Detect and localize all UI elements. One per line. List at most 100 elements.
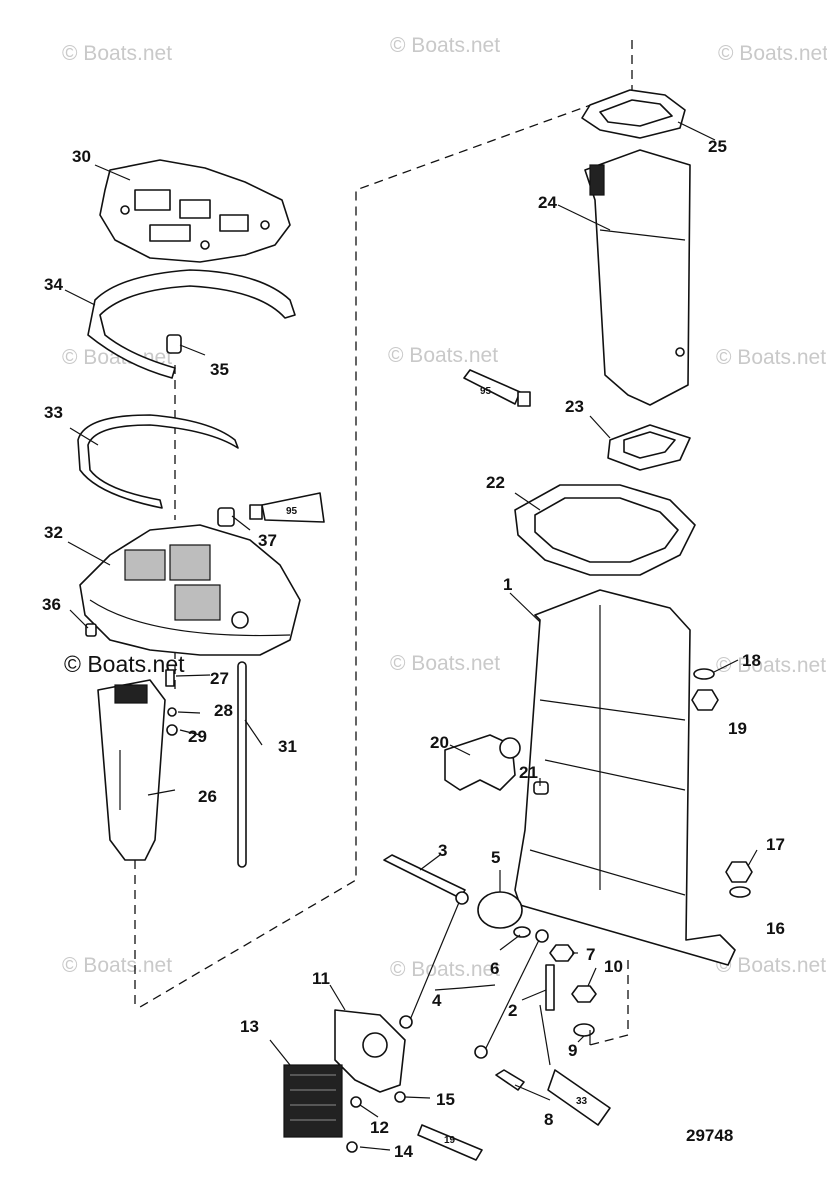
sealant-tube-95-right: 95 bbox=[463, 369, 531, 407]
callout-34: 34 bbox=[44, 275, 63, 294]
callout-11: 11 bbox=[312, 969, 330, 988]
screw-14 bbox=[346, 1141, 358, 1153]
callout-18: 18 bbox=[742, 651, 761, 670]
callout-13: 13 bbox=[240, 1017, 259, 1036]
callout-17: 17 bbox=[766, 835, 785, 854]
nut-17 bbox=[725, 861, 753, 883]
callout-31: 31 bbox=[278, 737, 297, 756]
nut-15 bbox=[394, 1091, 406, 1103]
washer-16 bbox=[729, 886, 751, 898]
washer-28 bbox=[167, 707, 177, 717]
driveshaft-housing-gasket bbox=[514, 484, 696, 576]
callout-21: 21 bbox=[519, 763, 538, 782]
ground-strap-a bbox=[399, 891, 469, 1029]
callout-25: 25 bbox=[708, 137, 727, 156]
nut-7 bbox=[549, 944, 575, 962]
adapter-plate bbox=[79, 524, 301, 656]
callout-4: 4 bbox=[432, 991, 442, 1010]
screw-12 bbox=[350, 1096, 362, 1108]
nut-19 bbox=[691, 689, 719, 711]
assembly-boundary bbox=[134, 40, 633, 1046]
watermark: © Boats.net bbox=[390, 652, 500, 675]
bracket-11 bbox=[334, 1009, 406, 1093]
dowel-pin-36 bbox=[85, 623, 97, 637]
callout-numbers: 30 34 35 33 32 36 37 27 28 29 31 26 25 2… bbox=[42, 137, 785, 1161]
callout-16: 16 bbox=[766, 919, 785, 938]
sealant-tube-19: 19 bbox=[417, 1124, 483, 1161]
washer-6 bbox=[513, 926, 531, 938]
callout-5: 5 bbox=[491, 848, 500, 867]
screw-35 bbox=[166, 334, 182, 354]
callout-36: 36 bbox=[42, 595, 61, 614]
callout-2: 2 bbox=[508, 1001, 517, 1020]
callout-26: 26 bbox=[198, 787, 217, 806]
nut-29 bbox=[166, 724, 178, 736]
callout-12: 12 bbox=[370, 1118, 389, 1137]
watermark: © Boats.net bbox=[62, 42, 172, 65]
callout-15: 15 bbox=[436, 1090, 455, 1109]
tube-label: 19 bbox=[444, 1135, 456, 1146]
sealant-tube-95-left: 95 bbox=[249, 492, 325, 523]
exhaust-tube bbox=[97, 679, 166, 861]
callout-23: 23 bbox=[565, 397, 584, 416]
callout-28: 28 bbox=[214, 701, 233, 720]
washer-18 bbox=[693, 668, 715, 680]
leader-lines bbox=[64, 121, 758, 1151]
watermark: © Boats.net bbox=[390, 958, 500, 981]
callout-1: 1 bbox=[503, 575, 512, 594]
driveshaft-housing bbox=[514, 589, 736, 966]
callout-30: 30 bbox=[72, 147, 91, 166]
bolt-3 bbox=[383, 854, 466, 899]
bolt-8 bbox=[495, 1069, 525, 1091]
callout-32: 32 bbox=[44, 523, 63, 542]
sealant-tube-33: 33 bbox=[547, 1069, 611, 1126]
callout-24: 24 bbox=[538, 193, 557, 212]
callout-8: 8 bbox=[544, 1110, 553, 1129]
callout-6: 6 bbox=[490, 959, 499, 978]
callout-37: 37 bbox=[258, 531, 277, 550]
adapter-seal bbox=[87, 269, 296, 379]
callout-27: 27 bbox=[210, 669, 229, 688]
spacer-37 bbox=[217, 507, 235, 527]
tube-label: 95 bbox=[286, 506, 298, 517]
anode-13 bbox=[283, 1064, 343, 1138]
exhaust-seal-25 bbox=[581, 89, 686, 139]
watermark: © Boats.net bbox=[64, 651, 185, 677]
upper-seal bbox=[77, 414, 239, 509]
adapter-plate-gasket bbox=[99, 159, 291, 263]
watermark: © Boats.net bbox=[62, 954, 172, 977]
callout-14: 14 bbox=[394, 1142, 413, 1161]
water-tube bbox=[237, 661, 247, 868]
washer-9 bbox=[573, 1023, 595, 1037]
callout-29: 29 bbox=[188, 727, 207, 746]
watermark: © Boats.net bbox=[718, 42, 827, 65]
callout-3: 3 bbox=[438, 841, 447, 860]
stud-2 bbox=[545, 964, 555, 1011]
tube-label: 95 bbox=[480, 386, 492, 397]
watermark: © Boats.net bbox=[388, 344, 498, 367]
callout-22: 22 bbox=[486, 473, 505, 492]
screw-27 bbox=[165, 669, 175, 687]
figure-number: 29748 bbox=[686, 1126, 733, 1145]
watermarks: © Boats.net © Boats.net © Boats.net © Bo… bbox=[62, 34, 827, 981]
mount-5 bbox=[477, 891, 523, 929]
exhaust-seal-23 bbox=[607, 424, 691, 471]
watermark: © Boats.net bbox=[390, 34, 500, 57]
ground-strap-b bbox=[474, 929, 549, 1059]
callout-33: 33 bbox=[44, 403, 63, 422]
callout-35: 35 bbox=[210, 360, 229, 379]
callout-10: 10 bbox=[604, 957, 623, 976]
callout-7: 7 bbox=[586, 945, 595, 964]
tube-label: 33 bbox=[576, 1096, 588, 1107]
watermark: © Boats.net bbox=[716, 346, 826, 369]
exhaust-housing bbox=[584, 149, 691, 406]
callout-20: 20 bbox=[430, 733, 449, 752]
water-tube-seal bbox=[444, 734, 521, 791]
watermark: © Boats.net bbox=[716, 954, 826, 977]
plug-21 bbox=[533, 781, 549, 795]
watermark: © Boats.net bbox=[716, 654, 826, 677]
callout-9: 9 bbox=[568, 1041, 577, 1060]
nut-10 bbox=[571, 985, 597, 1003]
callout-19: 19 bbox=[728, 719, 747, 738]
